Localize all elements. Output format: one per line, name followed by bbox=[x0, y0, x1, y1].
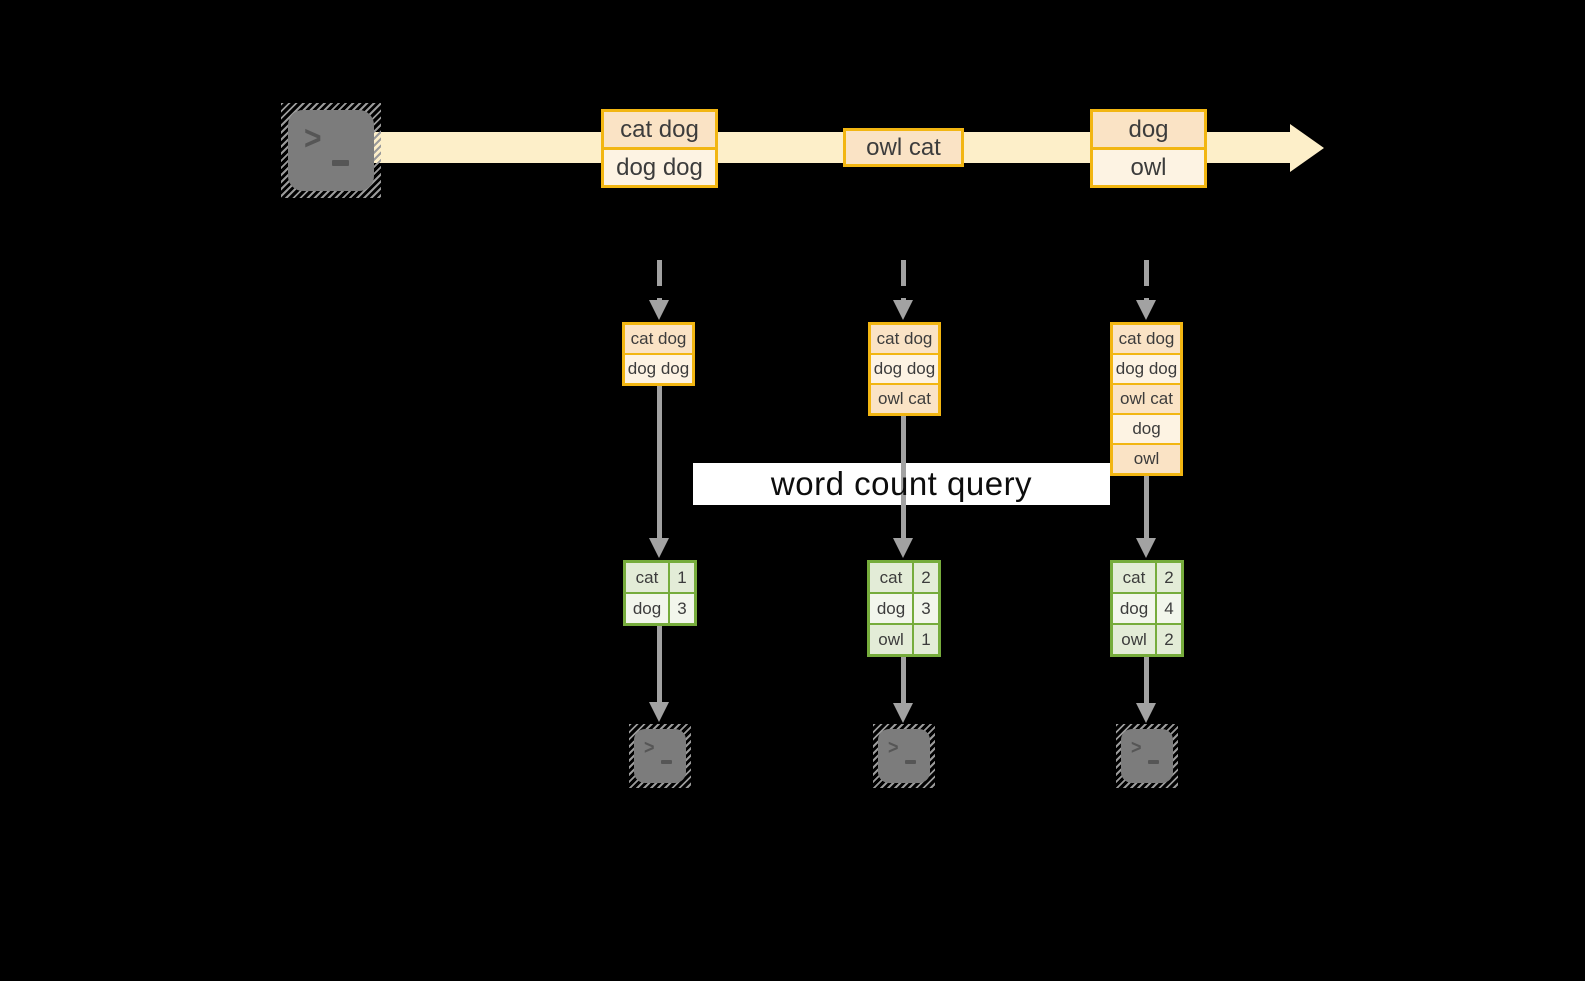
count-cell: 2 bbox=[1157, 625, 1181, 654]
result-table-2: cat 2 dog 3 owl 1 bbox=[867, 560, 941, 657]
arrow-shaft bbox=[657, 626, 662, 702]
batch-stack-2: cat dog dog dog owl cat bbox=[868, 322, 941, 416]
stream-event-2: owl cat bbox=[843, 128, 964, 167]
ingest-arrow-2 bbox=[893, 260, 914, 320]
terminal-underscore-icon bbox=[1148, 760, 1159, 764]
terminal-prompt-chevron: > bbox=[304, 119, 322, 158]
batch-row: cat dog bbox=[625, 325, 692, 353]
count-cell: 2 bbox=[1157, 563, 1181, 592]
batch-stack-3: cat dog dog dog owl cat dog owl bbox=[1110, 322, 1183, 476]
word-cell: owl bbox=[1113, 625, 1155, 654]
stream-event-row: owl cat bbox=[846, 131, 961, 164]
arrow-shaft bbox=[901, 657, 906, 703]
source-terminal-icon: > bbox=[281, 103, 381, 198]
terminal-prompt-chevron: > bbox=[1131, 735, 1142, 759]
arrowhead-icon bbox=[1136, 703, 1156, 723]
batch-row: cat dog bbox=[1113, 325, 1180, 353]
word-cell: cat bbox=[870, 563, 912, 592]
batch-row: dog dog bbox=[625, 355, 692, 383]
word-cell: cat bbox=[1113, 563, 1155, 592]
arrow-shaft bbox=[1144, 260, 1149, 300]
result-table-1: cat 1 dog 3 bbox=[623, 560, 697, 626]
terminal-prompt-chevron: > bbox=[644, 735, 655, 759]
arrow-shaft bbox=[657, 386, 662, 538]
terminal-underscore-icon bbox=[661, 760, 672, 764]
ingest-arrow-3 bbox=[1136, 260, 1157, 320]
arrowhead-icon bbox=[649, 538, 669, 558]
batch-row: dog bbox=[1113, 415, 1180, 443]
sink-terminal-icon-2: > bbox=[873, 724, 935, 788]
output-arrow-3 bbox=[1136, 657, 1157, 723]
terminal-underscore-icon bbox=[332, 160, 349, 166]
arrow-shaft bbox=[901, 260, 906, 300]
arrowhead-icon bbox=[649, 300, 669, 320]
sink-terminal-icon-1: > bbox=[629, 724, 691, 788]
result-row: cat 1 bbox=[626, 563, 694, 592]
batch-row: dog dog bbox=[1113, 355, 1180, 383]
count-cell: 1 bbox=[670, 563, 694, 592]
count-cell: 3 bbox=[914, 594, 938, 623]
result-row: owl 1 bbox=[870, 625, 938, 654]
result-row: cat 2 bbox=[1113, 563, 1181, 592]
batch-stack-1: cat dog dog dog bbox=[622, 322, 695, 386]
word-cell: dog bbox=[870, 594, 912, 623]
word-cell: cat bbox=[626, 563, 668, 592]
arrowhead-icon bbox=[649, 702, 669, 722]
arrowhead-icon bbox=[893, 703, 913, 723]
word-cell: dog bbox=[626, 594, 668, 623]
stream-arrowhead-icon bbox=[1290, 124, 1324, 172]
arrowhead-icon bbox=[1136, 300, 1156, 320]
result-table-3: cat 2 dog 4 owl 2 bbox=[1110, 560, 1184, 657]
arrow-shaft bbox=[901, 416, 906, 538]
count-cell: 3 bbox=[670, 594, 694, 623]
batch-row: owl cat bbox=[1113, 385, 1180, 413]
count-cell: 1 bbox=[914, 625, 938, 654]
word-cell: owl bbox=[870, 625, 912, 654]
query-arrow-1 bbox=[649, 386, 670, 558]
query-arrow-3 bbox=[1136, 476, 1157, 558]
terminal-prompt-chevron: > bbox=[888, 735, 899, 759]
batch-row: owl bbox=[1113, 445, 1180, 473]
output-arrow-1 bbox=[649, 626, 670, 722]
batch-row: owl cat bbox=[871, 385, 938, 413]
query-label: word count query bbox=[770, 465, 1033, 502]
terminal-body: > bbox=[878, 729, 930, 783]
result-row: dog 4 bbox=[1113, 594, 1181, 623]
result-row: dog 3 bbox=[870, 594, 938, 623]
terminal-body: > bbox=[288, 110, 374, 191]
count-cell: 4 bbox=[1157, 594, 1181, 623]
result-row: owl 2 bbox=[1113, 625, 1181, 654]
result-row: cat 2 bbox=[870, 563, 938, 592]
arrow-shaft bbox=[1144, 476, 1149, 538]
terminal-underscore-icon bbox=[905, 760, 916, 764]
stream-event-row: dog dog bbox=[604, 150, 715, 185]
arrowhead-icon bbox=[1136, 538, 1156, 558]
terminal-body: > bbox=[1121, 729, 1173, 783]
stream-event-row: dog bbox=[1093, 112, 1204, 147]
count-cell: 2 bbox=[914, 563, 938, 592]
stream-event-1: cat dog dog dog bbox=[601, 109, 718, 188]
arrow-shaft bbox=[1144, 657, 1149, 703]
arrow-shaft bbox=[657, 260, 662, 300]
stream-event-row: cat dog bbox=[604, 112, 715, 147]
stream-event-row: owl bbox=[1093, 150, 1204, 185]
word-cell: dog bbox=[1113, 594, 1155, 623]
terminal-body: > bbox=[634, 729, 686, 783]
batch-row: cat dog bbox=[871, 325, 938, 353]
output-arrow-2 bbox=[893, 657, 914, 723]
stream-event-3: dog owl bbox=[1090, 109, 1207, 188]
arrowhead-icon bbox=[893, 538, 913, 558]
sink-terminal-icon-3: > bbox=[1116, 724, 1178, 788]
query-arrow-2 bbox=[893, 416, 914, 558]
ingest-arrow-1 bbox=[649, 260, 670, 320]
batch-row: dog dog bbox=[871, 355, 938, 383]
arrowhead-icon bbox=[893, 300, 913, 320]
result-row: dog 3 bbox=[626, 594, 694, 623]
